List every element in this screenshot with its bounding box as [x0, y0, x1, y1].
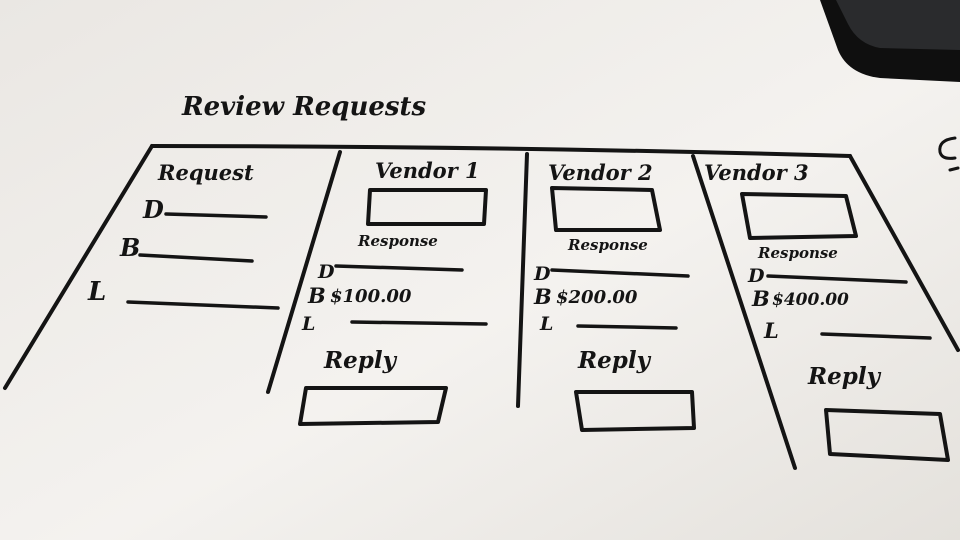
response-label: Response — [567, 236, 648, 254]
response-field-label: B — [307, 283, 326, 308]
request-field-label: B — [119, 233, 140, 262]
reply-input-box — [298, 386, 448, 426]
vendor-2-column: Vendor 2 Response D B $200.00 L Reply — [533, 160, 696, 432]
response-field-label: L — [301, 313, 315, 335]
table-top-border — [150, 144, 852, 158]
response-field-line — [820, 332, 932, 340]
response-label: Response — [357, 232, 438, 250]
vendor-header: Vendor 1 — [375, 158, 480, 183]
response-field-label: D — [747, 265, 765, 287]
device-screen-edge — [836, 0, 960, 50]
reply-label: Reply — [577, 347, 652, 374]
vendor-1-column: Vendor 1 Response D B $100.00 L Reply — [298, 158, 488, 426]
response-field-value: $400.00 — [772, 290, 849, 310]
request-field-line — [164, 212, 268, 219]
response-field-value: $100.00 — [330, 286, 412, 307]
response-field-label: B — [533, 284, 552, 309]
request-field-line — [126, 300, 280, 310]
request-field-label: L — [87, 277, 106, 307]
request-field-label: D — [142, 195, 164, 224]
vendor-logo-box — [550, 186, 662, 232]
response-field-line — [766, 274, 908, 284]
response-field-value: $200.00 — [556, 287, 638, 308]
reply-label: Reply — [323, 347, 398, 374]
reply-input-box — [824, 408, 950, 462]
response-field-label: L — [763, 318, 779, 343]
column-divider — [516, 152, 529, 408]
response-field-line — [334, 264, 464, 272]
column-divider — [266, 150, 342, 394]
column-divider — [691, 154, 797, 470]
vendor-3-column: Vendor 3 Response D B $400.00 L Reply — [704, 160, 950, 462]
board-title: Review Requests — [181, 92, 427, 122]
reply-input-box — [574, 390, 696, 432]
edge-mark — [938, 136, 957, 160]
reply-label: Reply — [807, 363, 882, 390]
response-field-line — [576, 324, 678, 330]
vendor-logo-box — [740, 192, 858, 240]
vendor-logo-box — [366, 188, 488, 226]
response-field-label: B — [751, 286, 770, 311]
response-field-label: L — [539, 313, 553, 335]
request-field-line — [138, 253, 254, 263]
response-field-line — [550, 268, 690, 278]
table-left-border — [3, 144, 154, 390]
response-field-label: D — [533, 263, 551, 285]
vendor-header: Vendor 3 — [704, 160, 809, 185]
response-label: Response — [757, 244, 838, 262]
response-field-line — [350, 320, 488, 326]
request-column: Request D B L — [87, 160, 280, 310]
vendor-header: Vendor 2 — [548, 160, 653, 185]
edge-mark — [948, 166, 960, 172]
request-header: Request — [157, 160, 254, 185]
response-field-label: D — [317, 261, 335, 283]
table-right-border — [848, 154, 960, 352]
